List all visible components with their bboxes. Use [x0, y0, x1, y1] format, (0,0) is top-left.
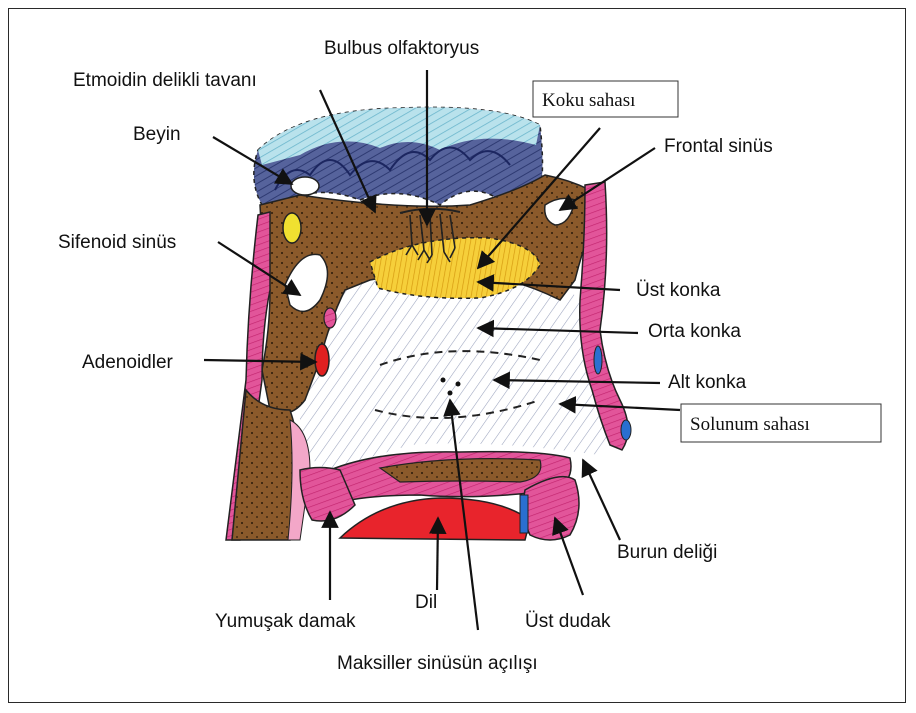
label-ust-dudak: Üst dudak — [525, 611, 611, 632]
label-solunum-sahasi: Solunum sahası — [690, 414, 810, 435]
pituitary-region — [283, 213, 301, 243]
leader-burun-deligi — [583, 460, 620, 540]
label-etmoid: Etmoidin delikli tavanı — [73, 70, 257, 91]
label-bulbus-olfaktoryus: Bulbus olfaktoryus — [324, 38, 479, 59]
upper-lip — [523, 477, 579, 540]
nose-tip-blue-mark — [621, 420, 631, 440]
label-frontal-sinus: Frontal sinüs — [664, 136, 773, 157]
label-yumusak-damak: Yumuşak damak — [215, 611, 356, 632]
adenoid — [315, 344, 329, 376]
adenoid-upper — [324, 308, 336, 328]
label-beyin: Beyin — [133, 124, 181, 145]
brain-white-spot — [291, 177, 319, 195]
lip-blue-mark — [520, 495, 528, 533]
label-dil: Dil — [415, 592, 437, 613]
label-ust-konka: Üst konka — [636, 280, 721, 301]
leader-dil — [437, 518, 438, 590]
tongue — [340, 498, 530, 540]
label-adenoidler: Adenoidler — [82, 352, 174, 373]
label-orta-konka: Orta konka — [648, 321, 741, 342]
label-alt-konka: Alt konka — [668, 372, 747, 393]
nasal-blue-mark — [594, 346, 602, 374]
label-koku-sahasi: Koku sahası — [542, 90, 635, 111]
label-maksiller-sinus: Maksiller sinüsün açılışı — [337, 653, 538, 674]
label-burun-deligi: Burun deliği — [617, 542, 717, 563]
label-sifenoid-sinus: Sifenoid sinüs — [58, 232, 176, 253]
